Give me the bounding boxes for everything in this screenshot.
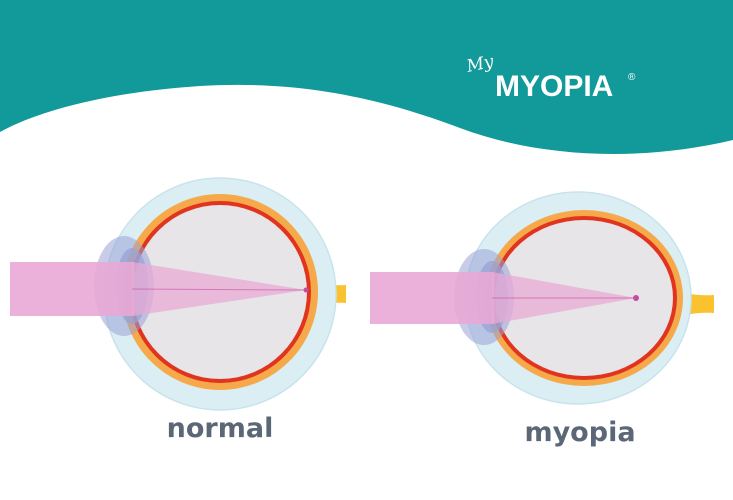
label-normal: normal xyxy=(167,413,274,444)
brand-registered: ® xyxy=(628,72,636,83)
optical-axis xyxy=(131,288,307,291)
brand-logo: My MYOPIA ® xyxy=(464,52,636,103)
header-banner xyxy=(0,0,733,154)
eye-normal xyxy=(10,177,346,411)
focal-point xyxy=(303,287,309,293)
eye-myopia xyxy=(370,191,714,405)
focal-point xyxy=(633,295,639,301)
light-beam xyxy=(10,262,134,316)
light-beam xyxy=(370,272,494,324)
label-myopia: myopia xyxy=(524,417,635,448)
brand-name: MYOPIA xyxy=(495,70,613,103)
